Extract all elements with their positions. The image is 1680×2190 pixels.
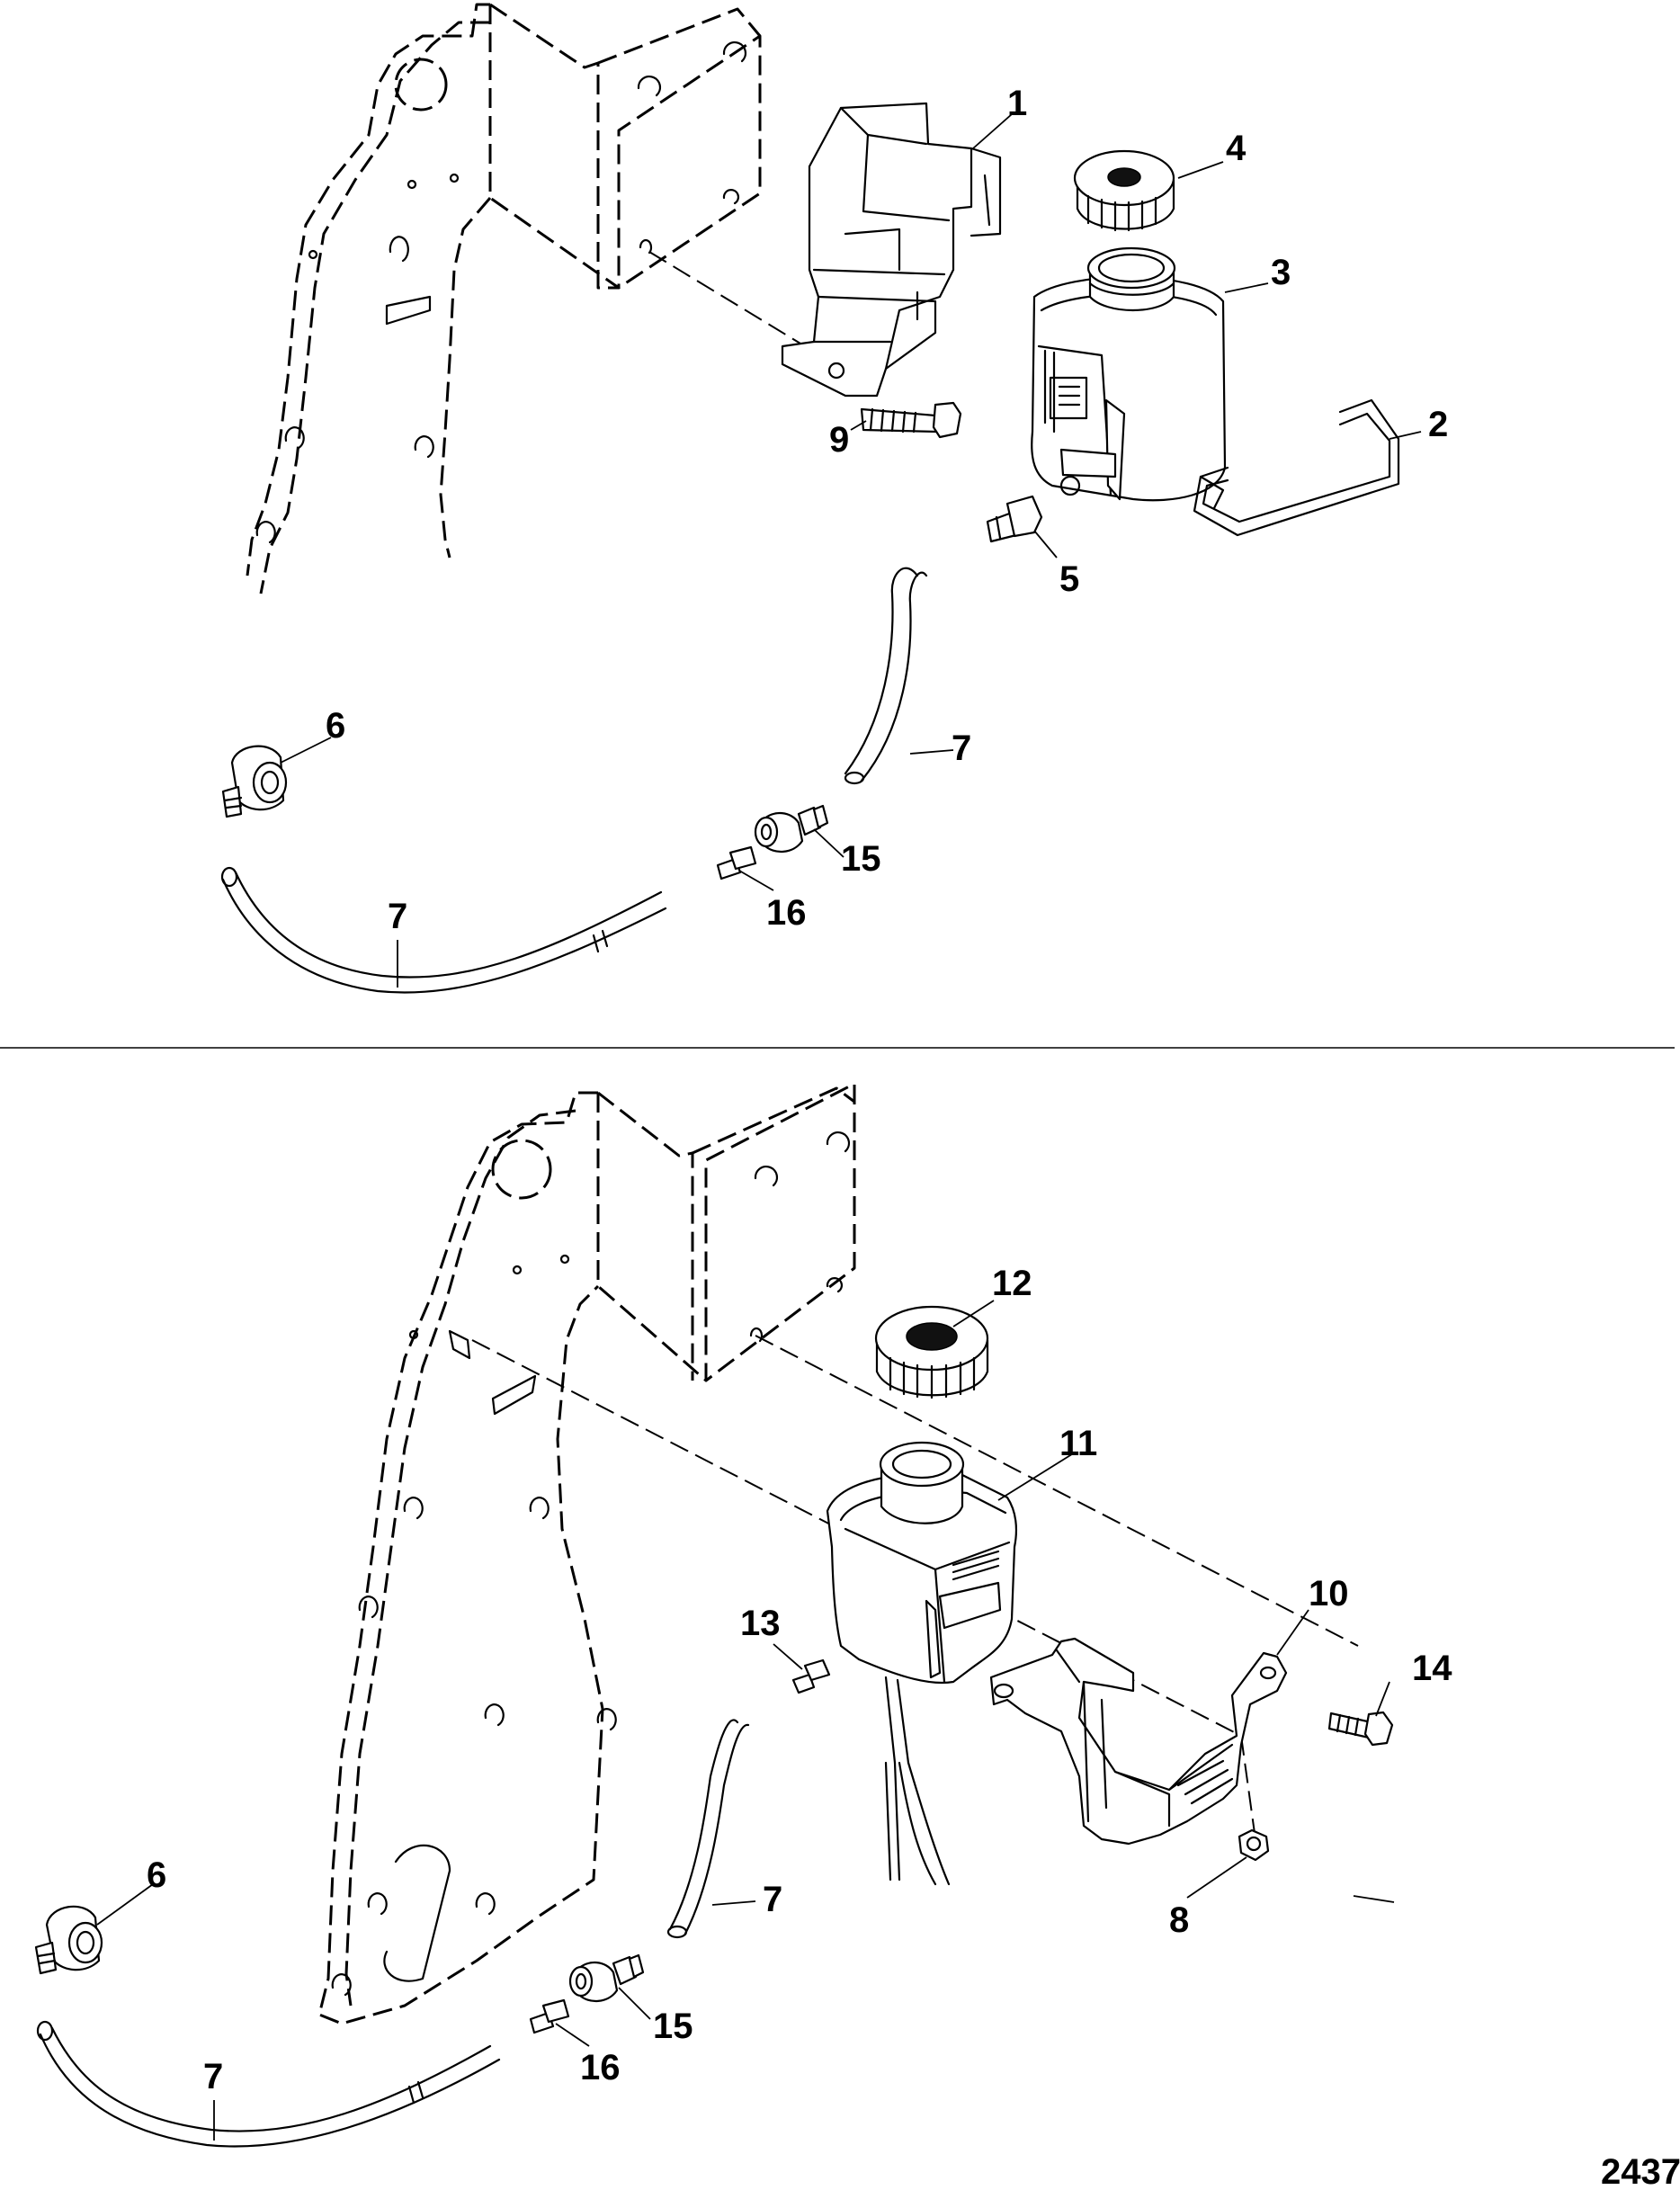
callout-5: 5	[1059, 559, 1079, 599]
lower-callout-15: 15	[653, 2007, 693, 2046]
bolt-item-14	[1327, 1711, 1394, 1747]
lower-callout-7-long-hose: 7	[203, 2057, 223, 2096]
cap-item-12	[874, 1305, 989, 1399]
callout-2: 2	[1428, 405, 1448, 444]
lower-callout-6: 6	[147, 1855, 166, 1895]
callout-1: 1	[1007, 84, 1027, 123]
lower-view	[34, 1082, 1394, 2148]
callout-6: 6	[326, 706, 345, 746]
upper-view	[220, 3, 1400, 994]
lower-mounting-bracket	[317, 1082, 856, 2025]
callout-7-long-hose: 7	[388, 897, 407, 936]
quick-connector-item-15	[754, 804, 829, 853]
callout-labels: 1 2 3 4 5 6 7 7 9 15 16 6 7 7 8 10 11 12…	[147, 84, 1452, 2096]
callout-10: 10	[1309, 1574, 1349, 1613]
lower-callout-16: 16	[580, 2048, 621, 2087]
upper-mounting-bracket	[246, 3, 762, 594]
callout-13: 13	[740, 1604, 781, 1643]
barb-fitting-item-16	[716, 845, 757, 880]
hose-long-item-7	[220, 866, 667, 994]
reservoir-item-11	[826, 1441, 1017, 1886]
lower-quick-connector-item-15	[568, 1953, 645, 2002]
callout-12: 12	[992, 1264, 1032, 1303]
lower-barb-fitting-item-16	[529, 1998, 570, 2034]
callout-14: 14	[1412, 1649, 1452, 1688]
callout-3: 3	[1271, 253, 1291, 292]
callout-8: 8	[1169, 1900, 1189, 1940]
nut-item-8	[1238, 1828, 1270, 1862]
reservoir-item-3	[1031, 246, 1227, 502]
lower-elbow-connector-item-6	[34, 1905, 103, 1975]
leader-lines	[96, 113, 1422, 2141]
holder-clip	[781, 102, 1002, 398]
callout-15: 15	[841, 839, 881, 879]
figure-id: 24371	[1601, 2152, 1680, 2190]
callout-9: 9	[829, 420, 849, 460]
screw-item-9	[860, 401, 962, 439]
callout-4: 4	[1226, 129, 1247, 168]
cap-item-4	[1073, 149, 1175, 232]
elbow-connector-item-6	[221, 745, 288, 818]
callout-11: 11	[1059, 1424, 1097, 1463]
callout-7-short-hose: 7	[952, 729, 971, 768]
lower-hose-short-item-7	[666, 1719, 750, 1939]
lower-callout-7-short-hose: 7	[763, 1880, 782, 1919]
fitting-item-13	[791, 1658, 831, 1694]
lower-hose-long-item-7	[36, 2020, 501, 2148]
callout-16: 16	[766, 893, 807, 933]
fitting-item-5	[986, 495, 1043, 543]
hose-short-item-7	[844, 567, 928, 785]
bracket-item-10	[989, 1637, 1288, 1846]
strap-item-2	[1193, 398, 1400, 537]
